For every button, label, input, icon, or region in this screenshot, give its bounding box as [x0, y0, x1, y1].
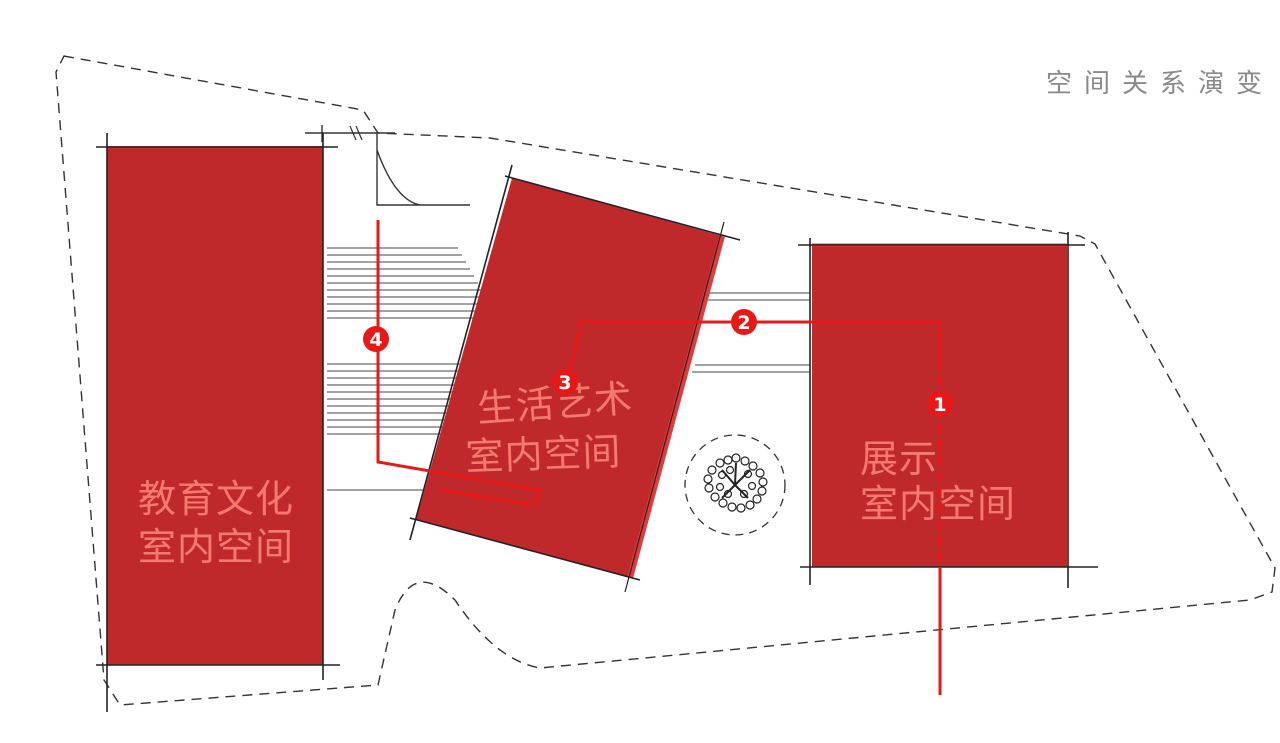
marker-3: 3: [552, 369, 578, 395]
entrance-notch: [376, 133, 470, 206]
bridge: [692, 292, 810, 373]
block-education-label-1: 教育文化: [138, 477, 294, 521]
path-4: [376, 220, 542, 507]
block-exhibition-label-2: 室内空间: [860, 482, 1016, 526]
marker-1: 1: [927, 391, 953, 417]
block-education-label-2: 室内空间: [138, 525, 294, 569]
block-living-art-label-2: 室内空间: [465, 430, 622, 479]
break-mark-2: [355, 125, 363, 141]
marker-2: 2: [731, 309, 757, 335]
site-boundary: [55, 55, 1276, 706]
marker-4: 4: [363, 326, 389, 352]
block-education: 教育文化 室内空间: [96, 133, 340, 712]
block-exhibition-label-1: 展示: [860, 437, 938, 481]
diagram-title: 空间关系演变: [1046, 69, 1274, 99]
marker-1-label: 1: [933, 394, 946, 416]
tree-icon: [684, 434, 786, 536]
break-mark: [349, 125, 357, 141]
stairs-upper: [327, 247, 498, 319]
marker-2-label: 2: [737, 312, 750, 334]
marker-3-label: 3: [558, 372, 571, 394]
marker-4-label: 4: [369, 329, 382, 351]
